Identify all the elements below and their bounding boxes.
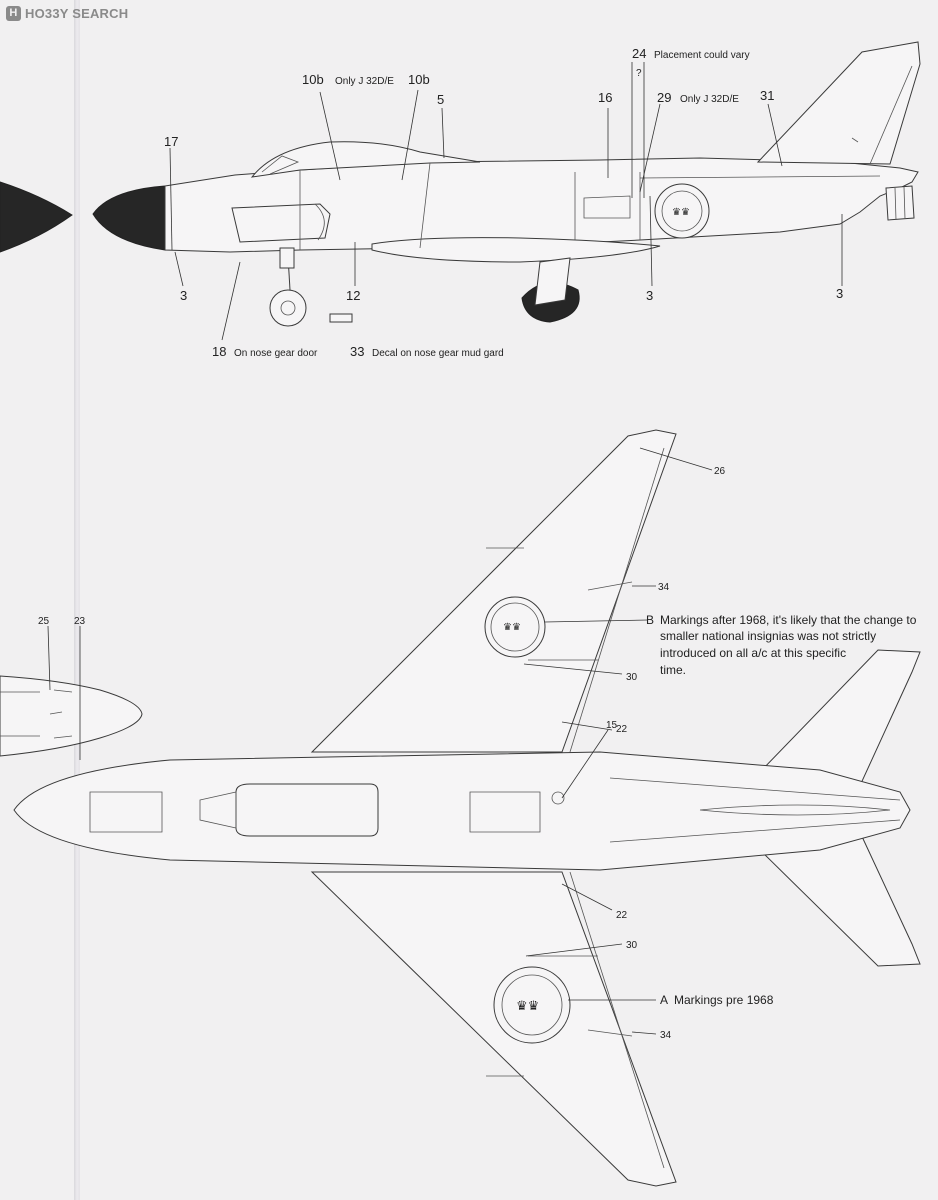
page-fold <box>74 0 80 1200</box>
marker-b: B <box>646 613 654 627</box>
national-insignia-side <box>654 183 710 239</box>
callout-12: 12 <box>346 288 360 303</box>
callout-33: 33 <box>350 344 364 359</box>
note-b-line-4: time. <box>660 663 686 677</box>
canopy <box>250 141 481 178</box>
svg-text:♛♛: ♛♛ <box>672 207 690 218</box>
callout-30-top: 30 <box>626 672 638 683</box>
callout-15: 15 <box>606 720 618 731</box>
windscreen <box>261 155 300 175</box>
note-b-line-3: introduced on all a/c at this specific <box>660 646 846 660</box>
callout-17: 17 <box>164 134 178 149</box>
side-view: ♛♛ 17 10b Only J 32D/E 10b 5 24 Place <box>0 41 921 359</box>
callout-30-bottom: 30 <box>626 940 638 951</box>
watermark-text: HO33Y SEARCH <box>25 6 129 21</box>
lower-wing <box>310 871 677 1187</box>
exhaust-nozzle <box>885 185 915 221</box>
left-page-nose-plan: 25 23 <box>0 616 143 760</box>
callout-22-bottom: 22 <box>616 910 628 921</box>
callout-3-tail: 3 <box>836 286 843 301</box>
watermark-logo-icon: H <box>6 6 21 21</box>
note-only-j32de-left: Only J 32D/E <box>335 76 394 87</box>
site-watermark: H HO33Y SEARCH <box>6 6 128 21</box>
note-markings-pre-1968: Markings pre 1968 <box>674 993 774 1007</box>
callout-3-nose: 3 <box>180 288 187 303</box>
callout-26: 26 <box>714 466 726 477</box>
callout-3-mid: 3 <box>646 288 653 303</box>
note-decal-mud-guard: Decal on nose gear mud gard <box>372 348 504 359</box>
rudder-line <box>869 65 913 165</box>
callout-10b-right: 10b <box>408 72 430 87</box>
national-insignia-lower-wing: ♛♛ <box>493 966 571 1044</box>
callout-10b-left: 10b <box>302 72 324 87</box>
callout-34-bottom: 34 <box>660 1030 672 1041</box>
callout-24: 24 <box>632 46 646 61</box>
main-gear-door <box>534 257 571 306</box>
callout-23: 23 <box>74 616 86 627</box>
vertical-tail <box>756 41 921 165</box>
callout-5: 5 <box>437 92 444 107</box>
mud-guard-decal <box>329 313 353 323</box>
plan-view: ♛♛ ♛♛ 26 34 B Markings after 1968, it's … <box>13 429 921 1187</box>
air-intake <box>231 203 331 243</box>
callout-31: 31 <box>760 88 774 103</box>
note-placement-could-vary: Placement could vary <box>654 50 750 61</box>
left-page-radome <box>0 181 73 253</box>
note-on-nose-gear-door: On nose gear door <box>234 348 318 359</box>
canopy-plan <box>235 783 379 837</box>
national-insignia-upper-wing: ♛♛ <box>484 596 546 658</box>
note-b-line-2: smaller national insignias was not stric… <box>660 629 876 643</box>
callout-22-top: 22 <box>616 724 628 735</box>
marker-a: A <box>660 993 668 1007</box>
callout-18: 18 <box>212 344 226 359</box>
note-b-line-1: Markings after 1968, it's likely that th… <box>660 613 917 627</box>
nose-wheel <box>269 289 307 327</box>
callout-25: 25 <box>38 616 50 627</box>
callout-29: 29 <box>657 90 671 105</box>
fuselage-plan <box>13 751 911 871</box>
callout-16: 16 <box>598 90 612 105</box>
note-only-j32de-right: Only J 32D/E <box>680 94 739 105</box>
svg-text:♛♛: ♛♛ <box>503 622 521 633</box>
radome <box>92 185 166 251</box>
note-question-mark: ? <box>636 68 642 79</box>
drop-tank <box>371 237 661 263</box>
upper-wing <box>310 429 677 753</box>
svg-text:♛♛: ♛♛ <box>516 998 539 1013</box>
callout-34-top: 34 <box>658 582 670 593</box>
